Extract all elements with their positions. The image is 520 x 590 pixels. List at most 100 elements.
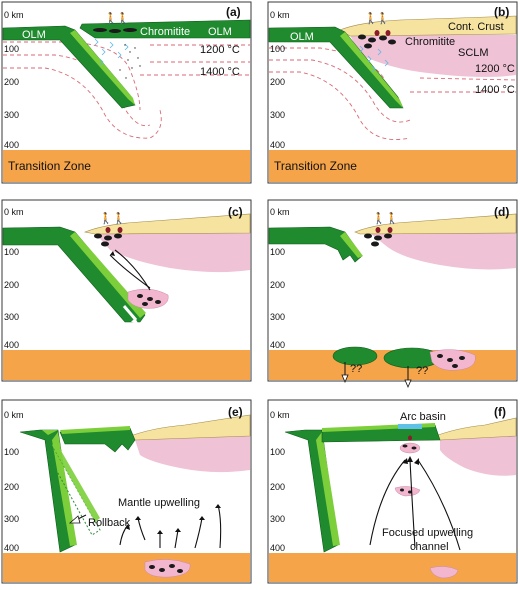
panel-d-depth-100: 100	[270, 247, 285, 257]
panel-c-arrowhead	[110, 251, 115, 256]
panel-b-cont-crust-label: Cont. Crust	[448, 21, 504, 33]
panel-d-shallow-pods	[364, 227, 393, 247]
panel-f-focused-label-1: Focused upwelling	[382, 527, 473, 539]
panel-d: 🚶 🚶 ?? ?? 0 km 100 200 300 400 (d)	[267, 199, 518, 389]
panel-a-depth-400: 400	[4, 140, 19, 150]
panel-b-transition-zone	[269, 150, 516, 182]
panel-b-transition-label: Transition Zone	[274, 159, 357, 173]
panel-e-depth-200: 200	[4, 482, 19, 492]
panel-c-depth-400: 400	[4, 340, 19, 350]
panel-b-olm-label: OLM	[290, 31, 314, 43]
panel-b-person-icon: 🚶	[376, 12, 390, 25]
panel-d-depth-0: 0 km	[270, 207, 290, 217]
panel-a-letter: (a)	[226, 5, 241, 19]
panel-e-depth-100: 100	[4, 447, 19, 457]
panel-a-pod	[93, 28, 107, 32]
panel-c: 🚶 🚶 0 km 100 200 300 400 (c)	[1, 199, 252, 382]
panel-a-slab-edge	[70, 30, 135, 105]
panel-a-olm-left-label: OLM	[22, 29, 46, 41]
panel-e-arrowheads	[125, 504, 221, 534]
panel-e-depth-300: 300	[4, 514, 19, 524]
panel-d-sink-arrowhead-2	[404, 379, 412, 389]
panel-e-letter: (e)	[228, 405, 243, 419]
panel-e-sclm	[135, 435, 250, 473]
panel-f-shallow-pods	[399, 435, 421, 454]
panel-b-pods	[358, 30, 396, 49]
panel-b-isotherm-b	[269, 59, 411, 123]
panel-b-1200-label: 1200 °C	[475, 63, 515, 75]
panel-b-person-icon: 🚶	[364, 12, 378, 25]
panel-c-slab-arrowhead	[131, 318, 138, 323]
panel-a-depth-100: 100	[4, 44, 19, 54]
panel-d-question-2: ??	[416, 365, 428, 377]
panel-d-olm	[268, 226, 363, 263]
panel-f-letter: (f)	[494, 405, 506, 419]
panel-f-deep-blob	[429, 566, 459, 579]
panel-c-downward-arrow	[114, 249, 151, 291]
panel-b-isotherm-right1	[419, 77, 517, 81]
panel-a-depth-300: 300	[4, 110, 19, 120]
panel-c-shallow-pods	[94, 227, 123, 247]
panel-e-depth-400: 400	[4, 543, 19, 553]
panel-f-depth-300: 300	[270, 514, 285, 524]
panel-f-depth-400: 400	[270, 543, 285, 553]
panel-d-person-icon: 🚶	[372, 212, 386, 225]
panel-b-isotherm-c	[269, 71, 411, 140]
panel-c-slab	[2, 226, 146, 323]
panel-e-slab-edge	[52, 432, 77, 546]
panel-a-melt-dots	[119, 44, 141, 79]
panel-f-slab-edge	[316, 432, 340, 546]
panel-c-person-icon: 🚶	[112, 212, 126, 225]
panel-f-depth-0: 0 km	[270, 410, 290, 420]
panel-d-depth-200: 200	[270, 280, 285, 290]
panel-b-sclm	[350, 35, 516, 77]
panel-a-fluids	[94, 38, 129, 66]
panel-c-continental-crust	[83, 213, 251, 235]
panel-e-slab-top	[42, 430, 58, 435]
panel-b-depth-400: 400	[270, 140, 285, 150]
panel-c-depth-0: 0 km	[4, 207, 24, 217]
panel-b-isotherm-a	[269, 47, 386, 81]
panel-a-1200-label: 1200 °C	[200, 44, 240, 56]
panel-a-transition-label: Transition Zone	[8, 159, 91, 173]
panel-b-letter: (b)	[494, 5, 509, 19]
panel-b-chromitite-label: Chromitite	[405, 36, 455, 48]
panel-f-sclm	[440, 435, 516, 476]
panel-a-olm-right	[79, 19, 251, 39]
panel-f-channel-arrow-3	[417, 459, 461, 551]
panel-c-slab-edge	[70, 232, 146, 318]
panel-a-depth-0: 0 km	[4, 10, 24, 20]
panel-c-depth-300: 300	[4, 312, 19, 322]
panel-f-focused-label-2: channel	[410, 541, 449, 553]
panel-b-depth-300: 300	[270, 110, 285, 120]
panel-c-depth-200: 200	[4, 280, 19, 290]
panel-e-overriding-olm	[59, 427, 136, 453]
panel-e-upwelling-arrow-3	[174, 529, 179, 549]
panel-d-depth-400: 400	[270, 340, 285, 350]
panel-d-continental-crust	[354, 213, 517, 235]
panel-a-person-icon: 🚶	[116, 12, 130, 25]
panel-e-continental-crust	[123, 414, 251, 441]
panel-d-letter: (d)	[494, 205, 509, 219]
panel-f-mid-pods	[400, 488, 412, 494]
panel-b-slab-edge	[340, 32, 403, 108]
panel-b-sclm-label: SCLM	[458, 47, 489, 59]
panel-c-letter: (c)	[228, 205, 243, 219]
panel-e-rollback-arrowhead	[68, 515, 81, 524]
panel-a-person-icon: 🚶	[104, 12, 118, 25]
panel-a-depth-200: 200	[4, 77, 19, 87]
panel-c-person-icon: 🚶	[99, 212, 113, 225]
panel-a-olm-right-label: OLM	[208, 26, 232, 38]
panel-e-upwelling-arrow-4	[194, 517, 203, 549]
panel-f-channel-arrow-2	[409, 459, 416, 549]
panel-b-depth-200: 200	[270, 77, 285, 87]
panel-b: Transition Zone 🚶 🚶 0 km 100 200 30	[267, 1, 518, 184]
panel-f-transition-zone	[269, 553, 516, 582]
panel-e: 0 km 100 200 300 400 Mantle upwelling Ro…	[1, 399, 252, 584]
panel-c-depth-100: 100	[4, 247, 19, 257]
panel-b-continental-crust	[339, 15, 517, 37]
panel-e-old-slab-edge	[52, 442, 100, 522]
panel-b-fluids	[359, 45, 389, 73]
